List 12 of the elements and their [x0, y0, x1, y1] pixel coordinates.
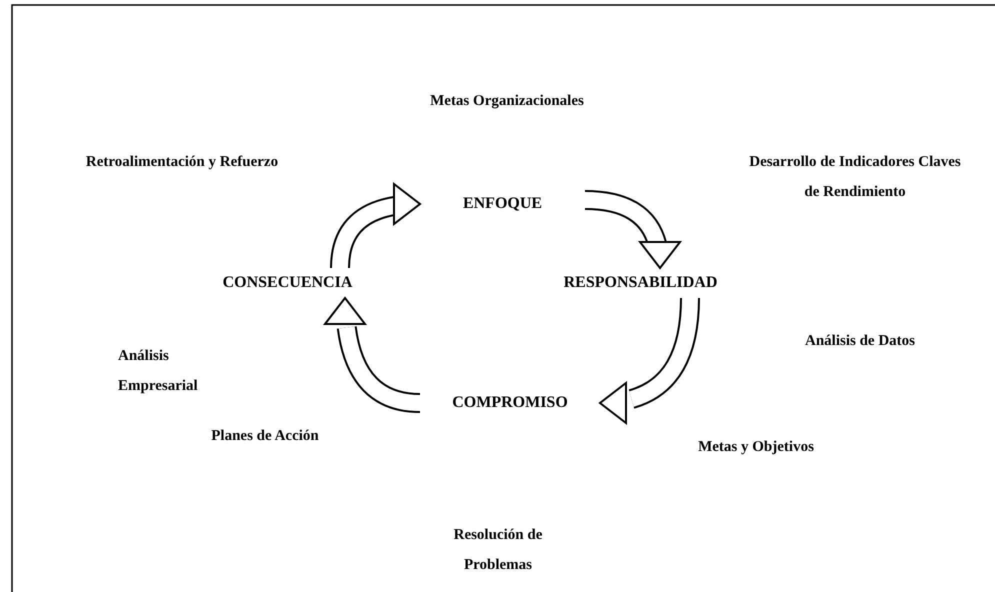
activity-label: Retroalimentación y Refuerzo — [84, 153, 280, 172]
activity-label: Planes de Acción — [210, 427, 320, 446]
stage-label: RESPONSABILIDAD — [564, 273, 718, 293]
activity-label: Análisis Empresarial — [118, 347, 199, 396]
stage-label: CONSECUENCIA — [222, 273, 352, 293]
activity-label: Desarrollo de Indicadores Claves de Rendimiento — [748, 153, 962, 202]
activity-label: Resolución de Problemas — [452, 526, 544, 575]
activity-label: Metas y Objetivos — [697, 438, 815, 457]
activity-label: Análisis de Datos — [804, 332, 916, 351]
stage-label: ENFOQUE — [462, 194, 542, 214]
stage-label: COMPROMISO — [452, 393, 568, 413]
activity-label: Metas Organizacionales — [429, 92, 585, 111]
